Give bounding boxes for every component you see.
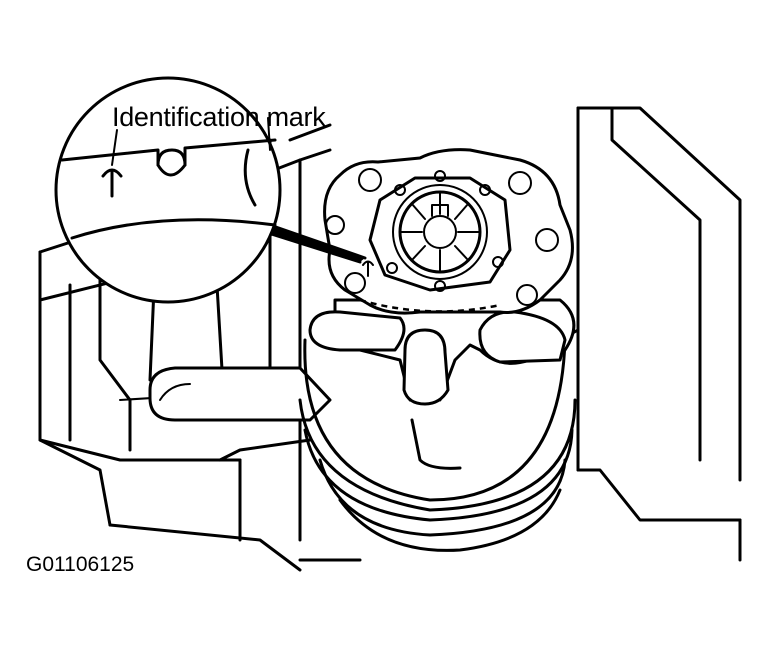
magnifier-callout	[54, 76, 282, 304]
figure-id: G01106125	[26, 553, 135, 576]
pump-body	[298, 298, 577, 552]
identification-mark-label: Identification mark	[112, 102, 326, 132]
callout-leader	[263, 223, 367, 264]
pump-cover	[323, 148, 574, 315]
identification-mark	[362, 260, 374, 277]
right-bracket	[558, 106, 742, 562]
left-bracket	[148, 366, 332, 422]
